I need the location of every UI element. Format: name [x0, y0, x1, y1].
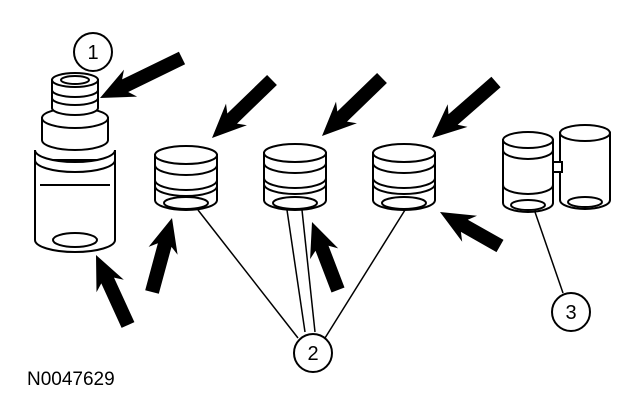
pointer-arrow-icon	[440, 212, 504, 253]
callout-3: 3	[551, 292, 591, 332]
pointer-arrow-icon	[310, 222, 345, 293]
pointer-arrow-icon	[432, 76, 501, 138]
figure-id-label: N0047629	[27, 369, 115, 390]
sleeve-middle	[263, 143, 327, 211]
leader-lines	[197, 209, 564, 339]
callout-2: 2	[293, 333, 333, 373]
pointer-arrow-icon	[145, 218, 178, 294]
sleeve-left	[154, 145, 218, 211]
pointer-arrow-icon	[100, 51, 186, 98]
callout-number: 2	[307, 343, 318, 365]
arrow-group	[96, 51, 504, 328]
lifter-assembly	[34, 72, 116, 253]
callout-number: 1	[87, 42, 98, 64]
pointer-arrow-icon	[212, 75, 277, 138]
sleeve-right	[372, 143, 436, 211]
pointer-arrow-icon	[96, 255, 135, 328]
dual-sleeve	[502, 124, 611, 213]
callout-1: 1	[73, 32, 113, 72]
callout-number: 3	[565, 302, 576, 324]
pointer-arrow-icon	[322, 73, 387, 136]
